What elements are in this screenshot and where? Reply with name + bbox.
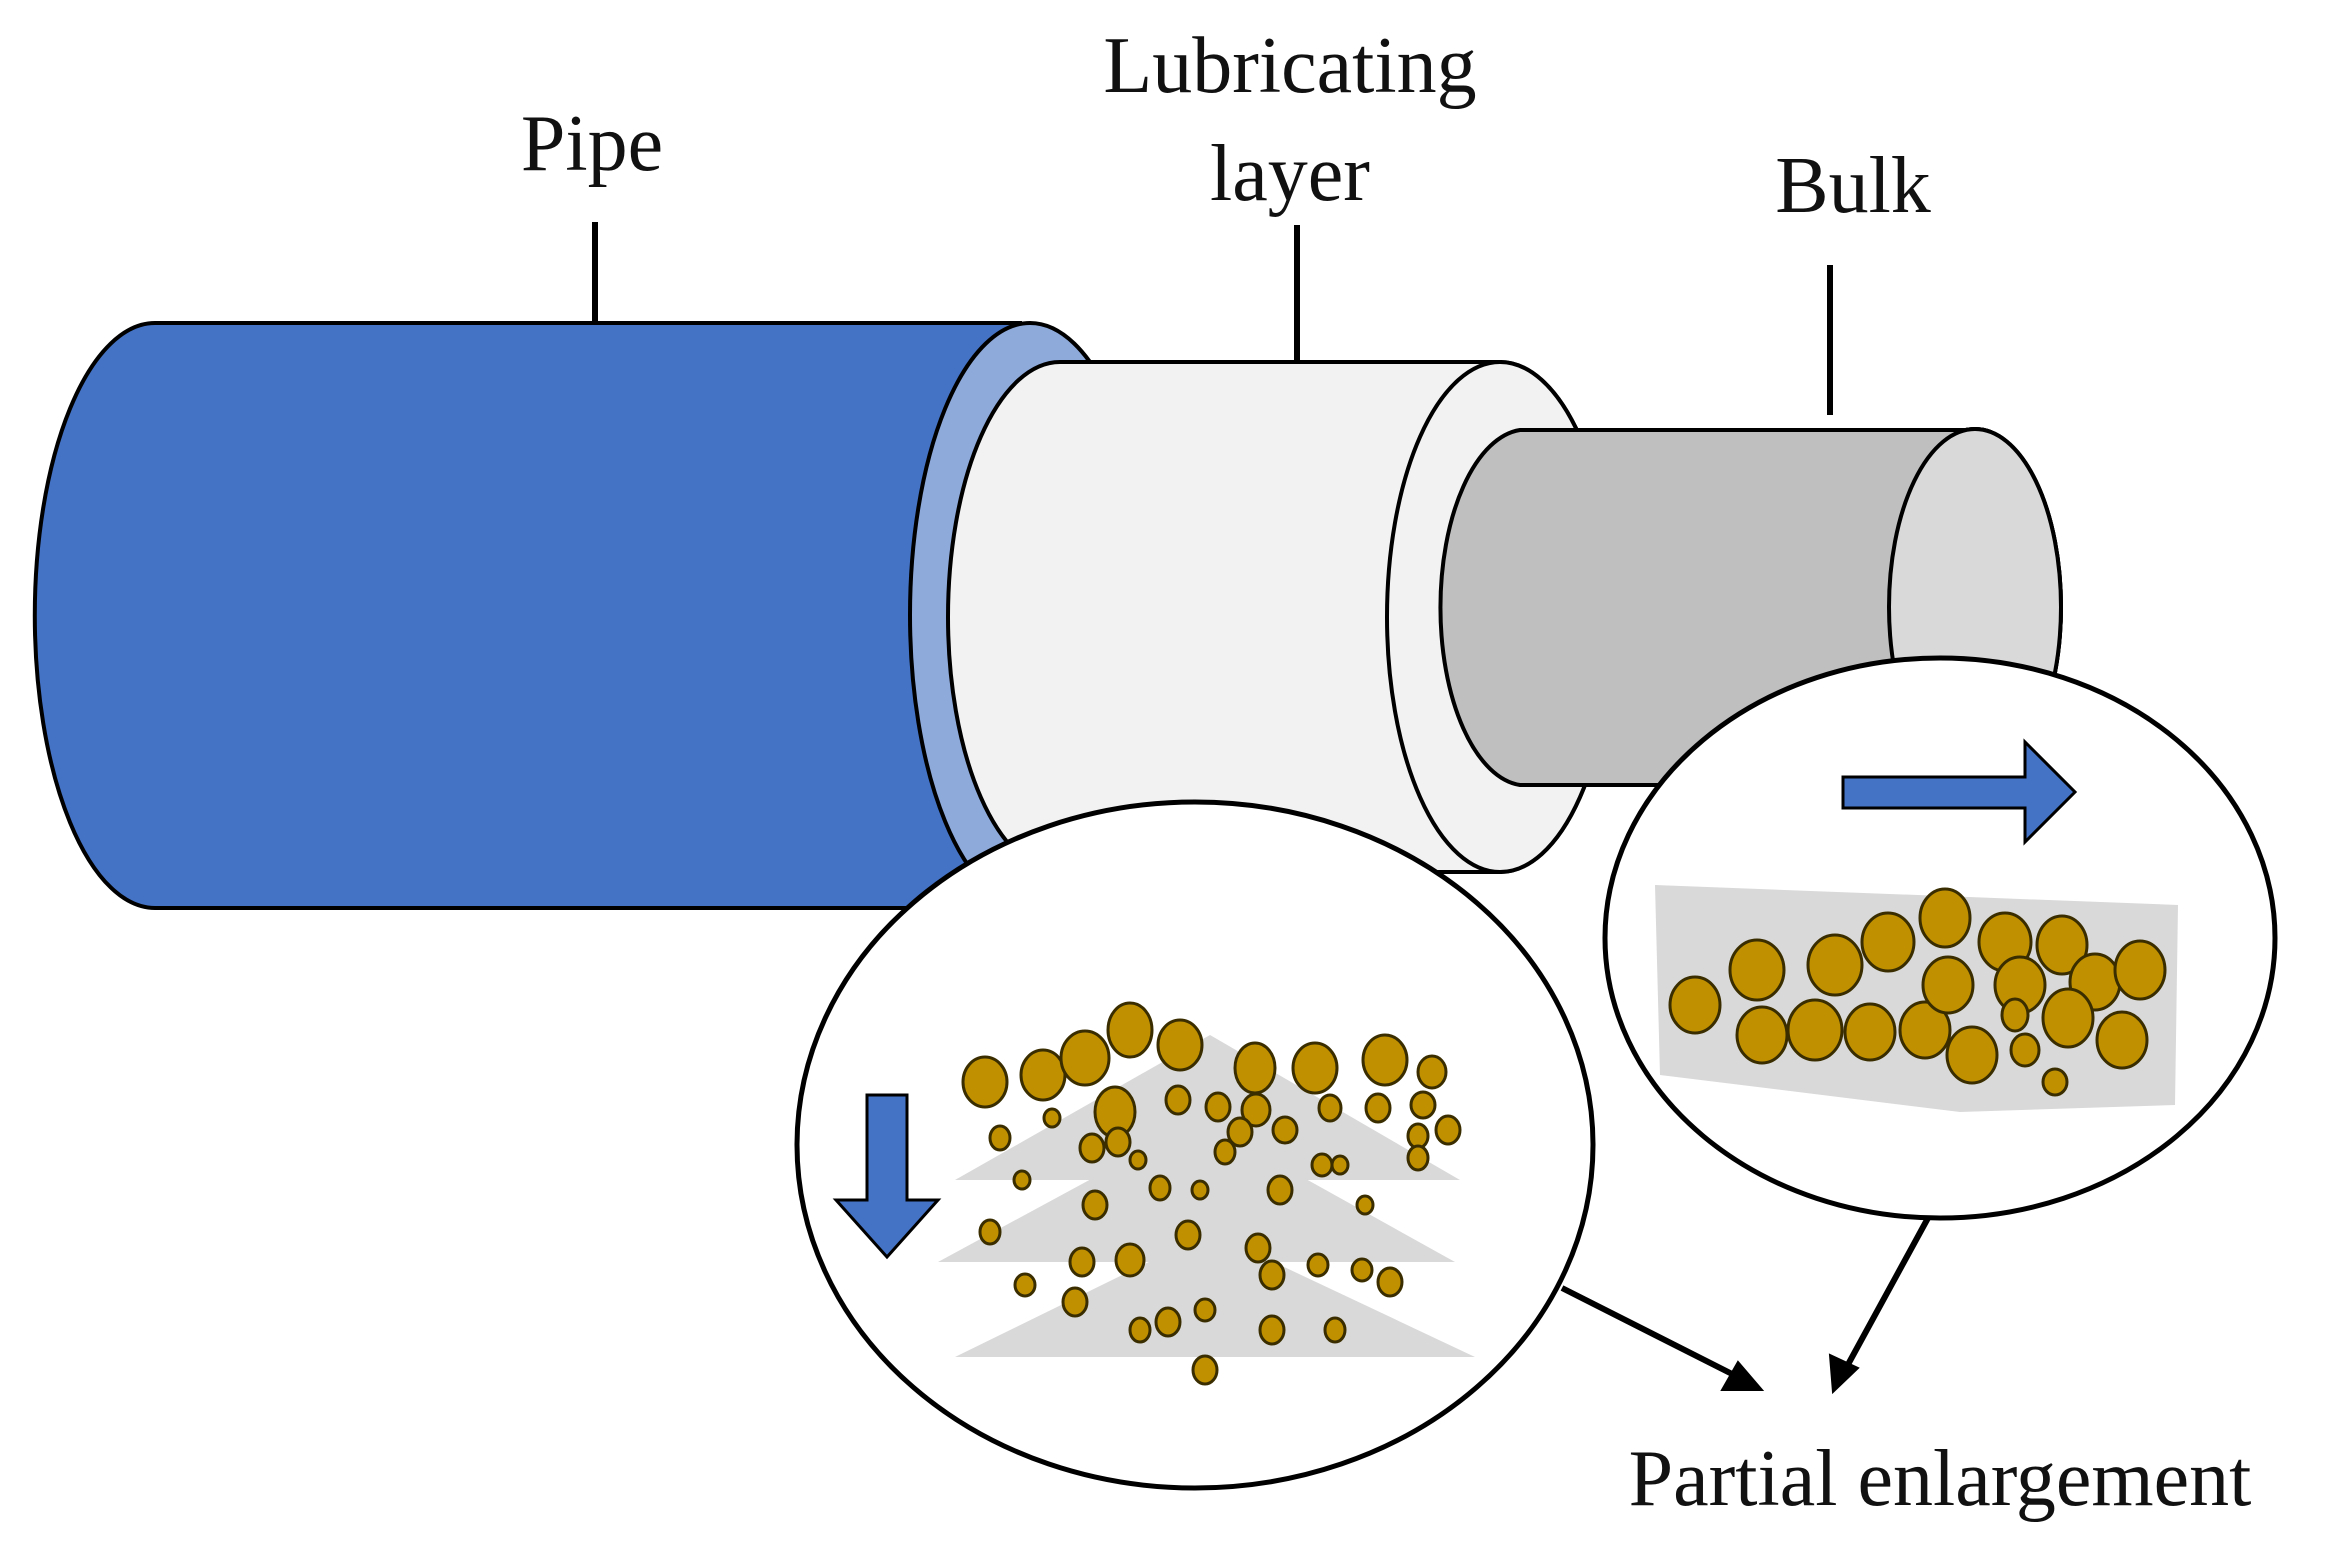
pipe-label: Pipe [521,100,663,188]
bulk-label: Bulk [1775,142,1931,230]
particle [1114,1242,1146,1278]
lubricating-layer-label-line1: Lubricating [1103,22,1476,110]
pipe-cylinder [32,321,2063,910]
particle [1068,1246,1096,1278]
particle [1042,1107,1062,1129]
particle [1190,1179,1210,1201]
particle [2113,939,2167,1001]
pipe-body [32,321,1022,910]
particle [1213,1138,1237,1166]
lubricating-layer-label-line2: layer [1210,130,1370,218]
particle [1191,1354,1219,1386]
particle [1156,1018,1204,1072]
particle [1668,975,1722,1035]
left-pointer-line [1560,1285,1742,1381]
particle [1271,1115,1299,1145]
particle [1059,1029,1111,1087]
particle [1148,1174,1172,1202]
particle [1323,1316,1347,1344]
particle [1406,1144,1430,1172]
particle [1843,1002,1897,1062]
particle [988,1124,1012,1152]
particle [1306,1252,1330,1278]
particle [1258,1314,1286,1346]
particle [2035,914,2089,976]
particle [2041,987,2095,1049]
particle [1860,911,1916,973]
particle [1078,1132,1106,1164]
particle [1291,1041,1339,1095]
particle [1310,1152,1334,1178]
particle [1786,998,1844,1062]
particle [2041,1067,2069,1097]
particle [961,1055,1009,1109]
particle [2009,1032,2041,1068]
particle [1806,933,1864,997]
particle [1244,1232,1272,1264]
particle [1019,1048,1067,1102]
particle [1258,1259,1286,1291]
arrow-right-icon [1841,738,2078,846]
particle [1164,1084,1192,1116]
particle [1174,1219,1202,1251]
particle [1355,1194,1375,1216]
particle [1154,1306,1182,1338]
particle [1406,1122,1430,1150]
particle [1204,1091,1232,1123]
right-pointer-line [1842,1216,1931,1372]
bulk-particles [1668,887,2167,1097]
particle [1350,1257,1374,1283]
particle [1330,1154,1350,1176]
left-pointer-head [1720,1360,1765,1391]
arrow-down-icon [832,1093,942,1260]
downward-flow-arrow [832,1093,942,1260]
particle [1233,1041,1277,1095]
partial-enlargement-label: Partial enlargement [1629,1435,2252,1523]
particle [1104,1126,1132,1158]
particle [1081,1189,1109,1221]
particle [1416,1054,1448,1090]
particle [1240,1092,1272,1128]
particle [1434,1114,1462,1146]
particle [1735,1005,1789,1065]
particle [978,1218,1002,1246]
particle [1945,1025,1999,1085]
right-pointer-head [1828,1353,1860,1395]
bulk-zoom-circle [1602,655,2278,1221]
particle [1106,1001,1154,1059]
particle [1361,1033,1409,1087]
particle [2095,1010,2149,1070]
particle [1012,1169,1032,1191]
particle [1364,1092,1392,1124]
particle [1193,1297,1217,1323]
particle [1409,1090,1437,1120]
particle [1226,1116,1254,1148]
particle [1128,1149,1148,1171]
particle [1376,1266,1404,1298]
rightward-flow-arrow [1841,738,2078,846]
enlargement-pointers [1560,1216,1931,1395]
particle [1921,955,1975,1015]
lubricating-particles [961,1001,1462,1386]
particle [2000,997,2030,1033]
particle [1317,1093,1343,1123]
particle [1013,1272,1037,1298]
particle [1898,1000,1952,1060]
particle [1128,1316,1152,1344]
particle [1061,1286,1089,1318]
particle [1728,938,1786,1002]
lubricating-layer-zoom-circle [794,799,1596,1491]
particle [1918,887,1972,949]
particle [1266,1174,1294,1206]
